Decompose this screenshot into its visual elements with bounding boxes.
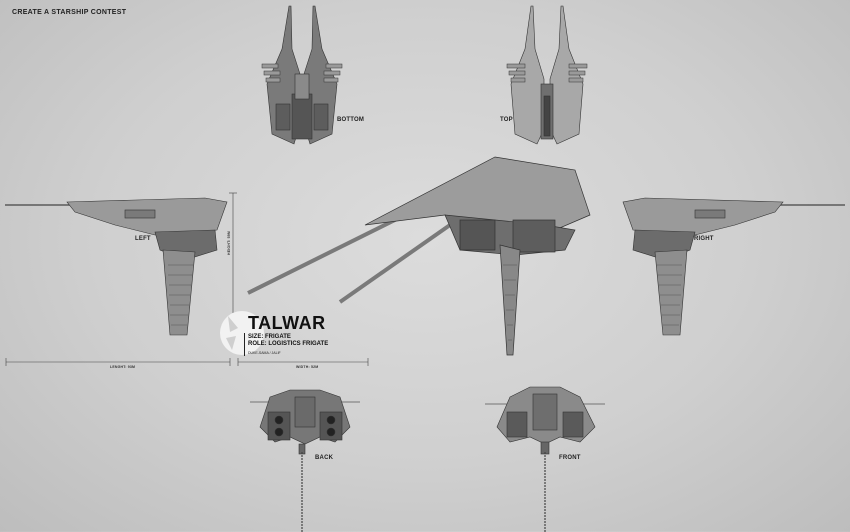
ship-perspective-view bbox=[247, 156, 591, 356]
page-title: CREATE A STARSHIP CONTEST bbox=[12, 9, 127, 16]
ship-front-view bbox=[485, 386, 605, 532]
ship-name: TALWAR bbox=[248, 313, 326, 333]
logo-divider bbox=[244, 333, 245, 356]
height-dimension: HEIGHT: 59M bbox=[227, 231, 231, 255]
view-label-top: TOP bbox=[500, 117, 513, 123]
ship-role: ROLE: LOGISTICS FRIGATE bbox=[248, 341, 329, 347]
view-label-left: LEFT bbox=[135, 236, 151, 242]
ship-back-view bbox=[250, 389, 360, 532]
view-label-back: BACK bbox=[315, 455, 334, 461]
view-label-front: FRONT bbox=[559, 455, 581, 461]
ship-bottom-view bbox=[261, 5, 343, 145]
view-label-right: RIGHT bbox=[694, 236, 714, 242]
ship-left-view bbox=[5, 197, 228, 336]
emblem-logo bbox=[220, 311, 264, 355]
length-dimension: LENGHT: 93M bbox=[110, 365, 136, 369]
view-label-bottom: BOTTOM bbox=[337, 117, 365, 123]
width-dimension: WIDTH: 52M bbox=[296, 365, 319, 369]
credit-text: DUKE-SAMA / JALIF bbox=[248, 351, 281, 355]
ship-top-view bbox=[506, 5, 588, 145]
ship-size: SIZE: FRIGATE bbox=[248, 334, 291, 340]
ship-right-view bbox=[622, 197, 845, 336]
